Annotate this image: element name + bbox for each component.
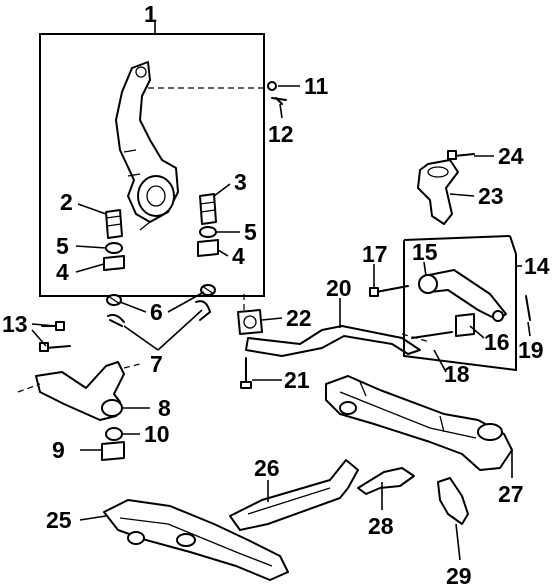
lower-arm-bushings <box>101 427 125 461</box>
callout-4-left: 4 <box>56 259 69 285</box>
callout-27: 27 <box>498 481 524 507</box>
leader-lines <box>31 85 531 561</box>
callout-2: 2 <box>60 189 73 215</box>
callout-18: 18 <box>444 361 470 387</box>
callout-15: 15 <box>412 239 438 265</box>
callout-4-right: 4 <box>232 243 245 269</box>
bolt-17 <box>369 285 409 297</box>
callout-28: 28 <box>368 513 394 539</box>
stabilizer-bushing <box>237 294 263 389</box>
bushing-stack-right <box>197 193 219 296</box>
callout-6: 6 <box>150 299 163 325</box>
stabilizer-bar <box>245 325 431 357</box>
cotter-pins <box>107 300 211 327</box>
callout-11: 11 <box>304 73 329 99</box>
callout-29: 29 <box>446 563 472 587</box>
callout-13: 13 <box>2 311 28 337</box>
callout-23: 23 <box>478 183 504 209</box>
front-subframe <box>103 499 289 581</box>
callout-14: 14 <box>524 253 550 279</box>
rear-knuckle <box>417 150 475 225</box>
steering-knuckle <box>115 61 268 231</box>
callout-1: 1 <box>144 1 157 27</box>
upper-arm-box <box>403 235 522 372</box>
callout-9: 9 <box>52 437 65 463</box>
callout-16: 16 <box>484 329 510 355</box>
callout-21: 21 <box>284 367 310 393</box>
bushing-stack-left <box>103 209 125 306</box>
callout-26: 26 <box>254 455 280 481</box>
callout-7: 7 <box>150 351 163 377</box>
callout-20: 20 <box>326 275 352 301</box>
upper-control-arm-rear <box>411 269 531 339</box>
callout-17: 17 <box>362 241 388 267</box>
bracket-28 <box>357 467 415 495</box>
lower-control-arm-left <box>17 361 141 421</box>
callout-5-right: 5 <box>244 219 257 245</box>
nut-11-12 <box>267 81 287 105</box>
callout-3: 3 <box>234 169 247 195</box>
callout-8: 8 <box>158 395 171 421</box>
callout-25: 25 <box>46 507 72 533</box>
callout-5-left: 5 <box>56 233 69 259</box>
callout-19: 19 <box>518 337 544 363</box>
callout-10: 10 <box>144 421 170 447</box>
callout-24: 24 <box>498 143 524 169</box>
bracket-29 <box>437 477 469 525</box>
callout-22: 22 <box>286 305 312 331</box>
callout-12: 12 <box>268 121 294 147</box>
knuckle-assembly-box <box>39 22 265 297</box>
crossmember <box>229 459 359 531</box>
rear-subframe <box>325 375 513 471</box>
